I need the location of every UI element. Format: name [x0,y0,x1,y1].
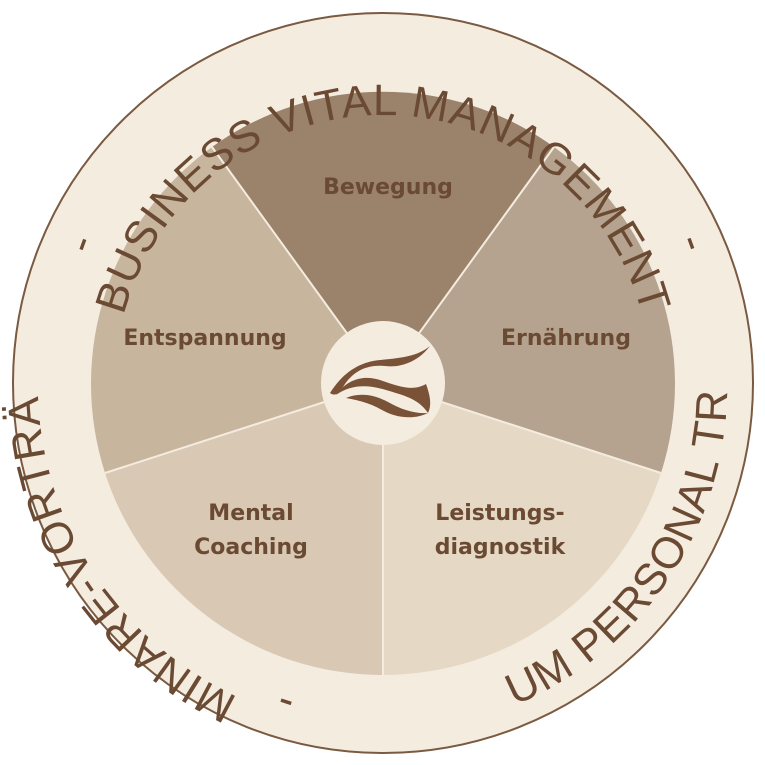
label-ernaehrung-line: Ernährung [501,326,631,351]
label-ernaehrung: Ernährung [501,326,631,351]
wave-swirl-icon [330,346,431,418]
segment-entspannung[interactable] [91,147,384,473]
label-entspannung: Entspannung [123,326,286,351]
label-entspannung-line: Entspannung [123,326,286,351]
label-leistungsdiagnostik: Leistungs-diagnostik [435,501,567,560]
label-leistungsdiagnostik-line: Leistungs- [435,501,564,526]
label-mental-coaching-line: Coaching [194,535,308,560]
label-leistungsdiagnostik-line: diagnostik [435,535,567,560]
label-mental-coaching-line: Mental [208,501,293,526]
segment-labels: Bewegung Ernährung Leistungs-diagnostik … [123,175,631,560]
segment-ernaehrung[interactable] [383,147,675,473]
label-bewegung-line: Bewegung [323,175,453,200]
segment-bewegung[interactable] [212,91,554,384]
segment-group [91,91,675,676]
label-bewegung: Bewegung [323,175,453,200]
segment-mental-coaching[interactable] [105,383,383,676]
segment-leistungsdiagnostik[interactable] [383,383,661,676]
